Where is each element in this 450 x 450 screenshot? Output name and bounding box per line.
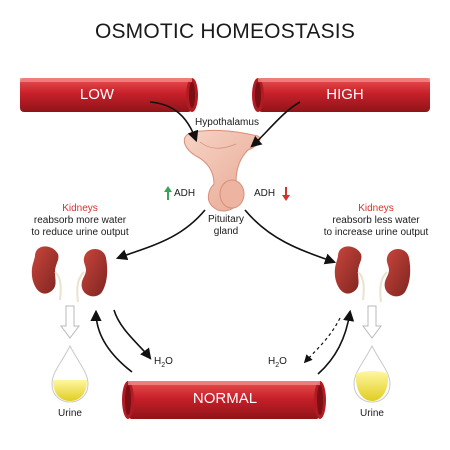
arrow-right-kidney-to-water-dashed [303, 317, 341, 364]
hypothalamus-label: Hypothalamus [195, 117, 259, 128]
vessel-high-label: HIGH [326, 86, 364, 103]
vessel-high [252, 78, 430, 112]
right-kidneys-illustration [334, 246, 411, 303]
page-title: OSMOTIC HOMEOSTASIS [94, 20, 356, 43]
right-kidneys-desc-line1: reabsorb less water [332, 215, 420, 226]
right-urine-label: Urine [360, 408, 384, 419]
left-water-label: H2O [154, 356, 173, 369]
left-urine-label: Urine [58, 408, 82, 419]
right-kidneys-title: Kidneys [358, 203, 394, 214]
arrow-gland-to-right-kidneys [244, 209, 337, 265]
right-water-label: H2O [268, 356, 287, 369]
arrow-high-to-hypothalamus [250, 101, 301, 148]
hypothalamus-pituitary-illustration [183, 129, 261, 212]
vessel-low-label: LOW [79, 86, 115, 103]
vessel-normal-label: NORMAL [192, 390, 258, 407]
arrow-right-kidneys-to-urine-icon [362, 305, 382, 339]
vessel-low [20, 78, 198, 112]
pituitary-label-line2: gland [213, 226, 239, 237]
left-kidneys-desc-line1: reabsorb more water [33, 215, 127, 226]
right-urine-drop-icon [353, 344, 391, 403]
adh-increase-arrow-icon [164, 186, 172, 200]
vessel-normal [122, 381, 326, 419]
left-kidneys-title: Kidneys [62, 203, 98, 214]
adh-right-label: ADH [254, 188, 276, 199]
left-kidneys-illustration [31, 246, 108, 303]
arrow-gland-to-left-kidneys [115, 209, 206, 261]
adh-left-label: ADH [174, 188, 196, 199]
arrow-normal-to-right-kidney [317, 309, 355, 375]
adh-decrease-arrow-icon [282, 187, 290, 201]
arrow-normal-to-left-kidney [90, 309, 133, 373]
arrow-left-kidney-to-water [113, 309, 152, 360]
pituitary-label-line1: Pituitary [207, 214, 245, 225]
left-kidneys-desc-line2: to reduce urine output [31, 227, 129, 238]
arrow-low-to-hypothalamus [149, 101, 199, 143]
left-urine-drop-icon [51, 344, 89, 403]
right-kidneys-desc-line2: to increase urine output [323, 227, 429, 238]
arrow-left-kidneys-to-urine-icon [60, 305, 80, 339]
